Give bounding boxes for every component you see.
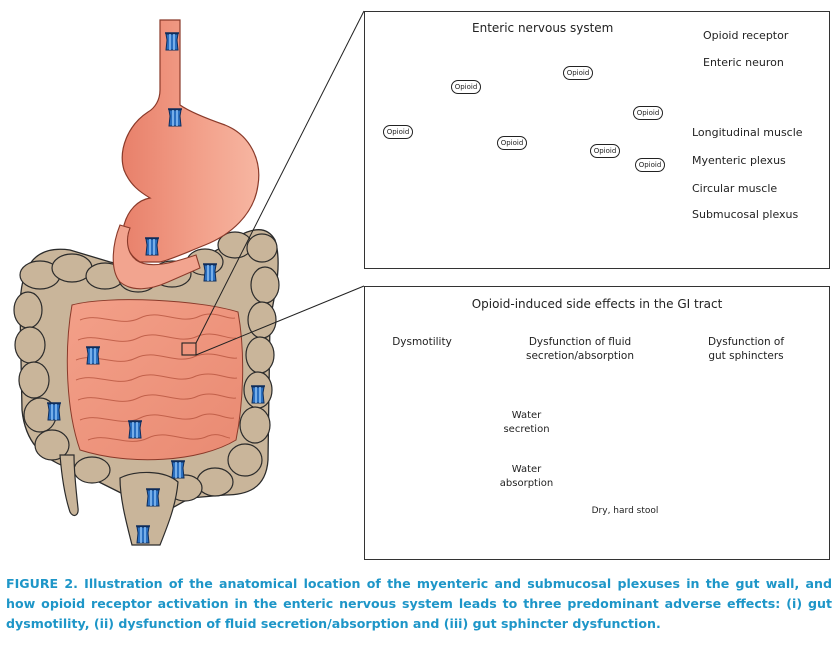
opioid-badge: Opioid [451, 80, 481, 94]
legend-opioid-receptor-label: Opioid receptor [703, 29, 789, 42]
side-effects-title: Opioid-induced side effects in the GI tr… [471, 297, 723, 311]
layer-label-longitudinal: Longitudinal muscle [692, 126, 803, 139]
caption-text: FIGURE 2. Illustration of the anatomical… [6, 576, 832, 631]
water-absorption-line1: Water [511, 464, 542, 475]
water-secretion-line2: secretion [503, 424, 550, 435]
stomach [112, 19, 260, 290]
opioid-badge: Opioid [633, 106, 663, 120]
opioid-badge: Opioid [635, 158, 665, 172]
opioid-badge: Opioid [383, 125, 413, 139]
layer-label-circular: Circular muscle [692, 182, 778, 195]
side-effects-panel [364, 286, 830, 560]
sphincter-title-line1: Dysfunction of [707, 336, 785, 348]
opioid-badge: Opioid [590, 144, 620, 158]
water-absorption-line2: absorption [499, 478, 554, 489]
dysmotility-label: Dysmotility [392, 336, 452, 348]
figure-caption: FIGURE 2. Illustration of the anatomical… [6, 574, 832, 634]
opioid-badge: Opioid [563, 66, 593, 80]
zoom-callout [181, 10, 365, 356]
fluid-title-line2: secretion/absorption [526, 350, 634, 362]
opioid-badge: Opioid [497, 136, 527, 150]
water-secretion-line1: Water [511, 410, 542, 421]
ens-title: Enteric nervous system [472, 21, 614, 35]
layer-label-myenteric: Myenteric plexus [692, 154, 786, 167]
layer-label-submucosal: Submucosal plexus [692, 208, 799, 221]
sphincter-title-line2: gut sphincters [708, 350, 784, 362]
enteric-nervous-system-panel [364, 11, 830, 269]
stool-label: Dry, hard stool [591, 506, 659, 516]
fluid-title-line1: Dysfunction of fluid [528, 336, 632, 348]
small-intestine [66, 299, 244, 461]
legend-enteric-neuron-label: Enteric neuron [703, 56, 784, 69]
